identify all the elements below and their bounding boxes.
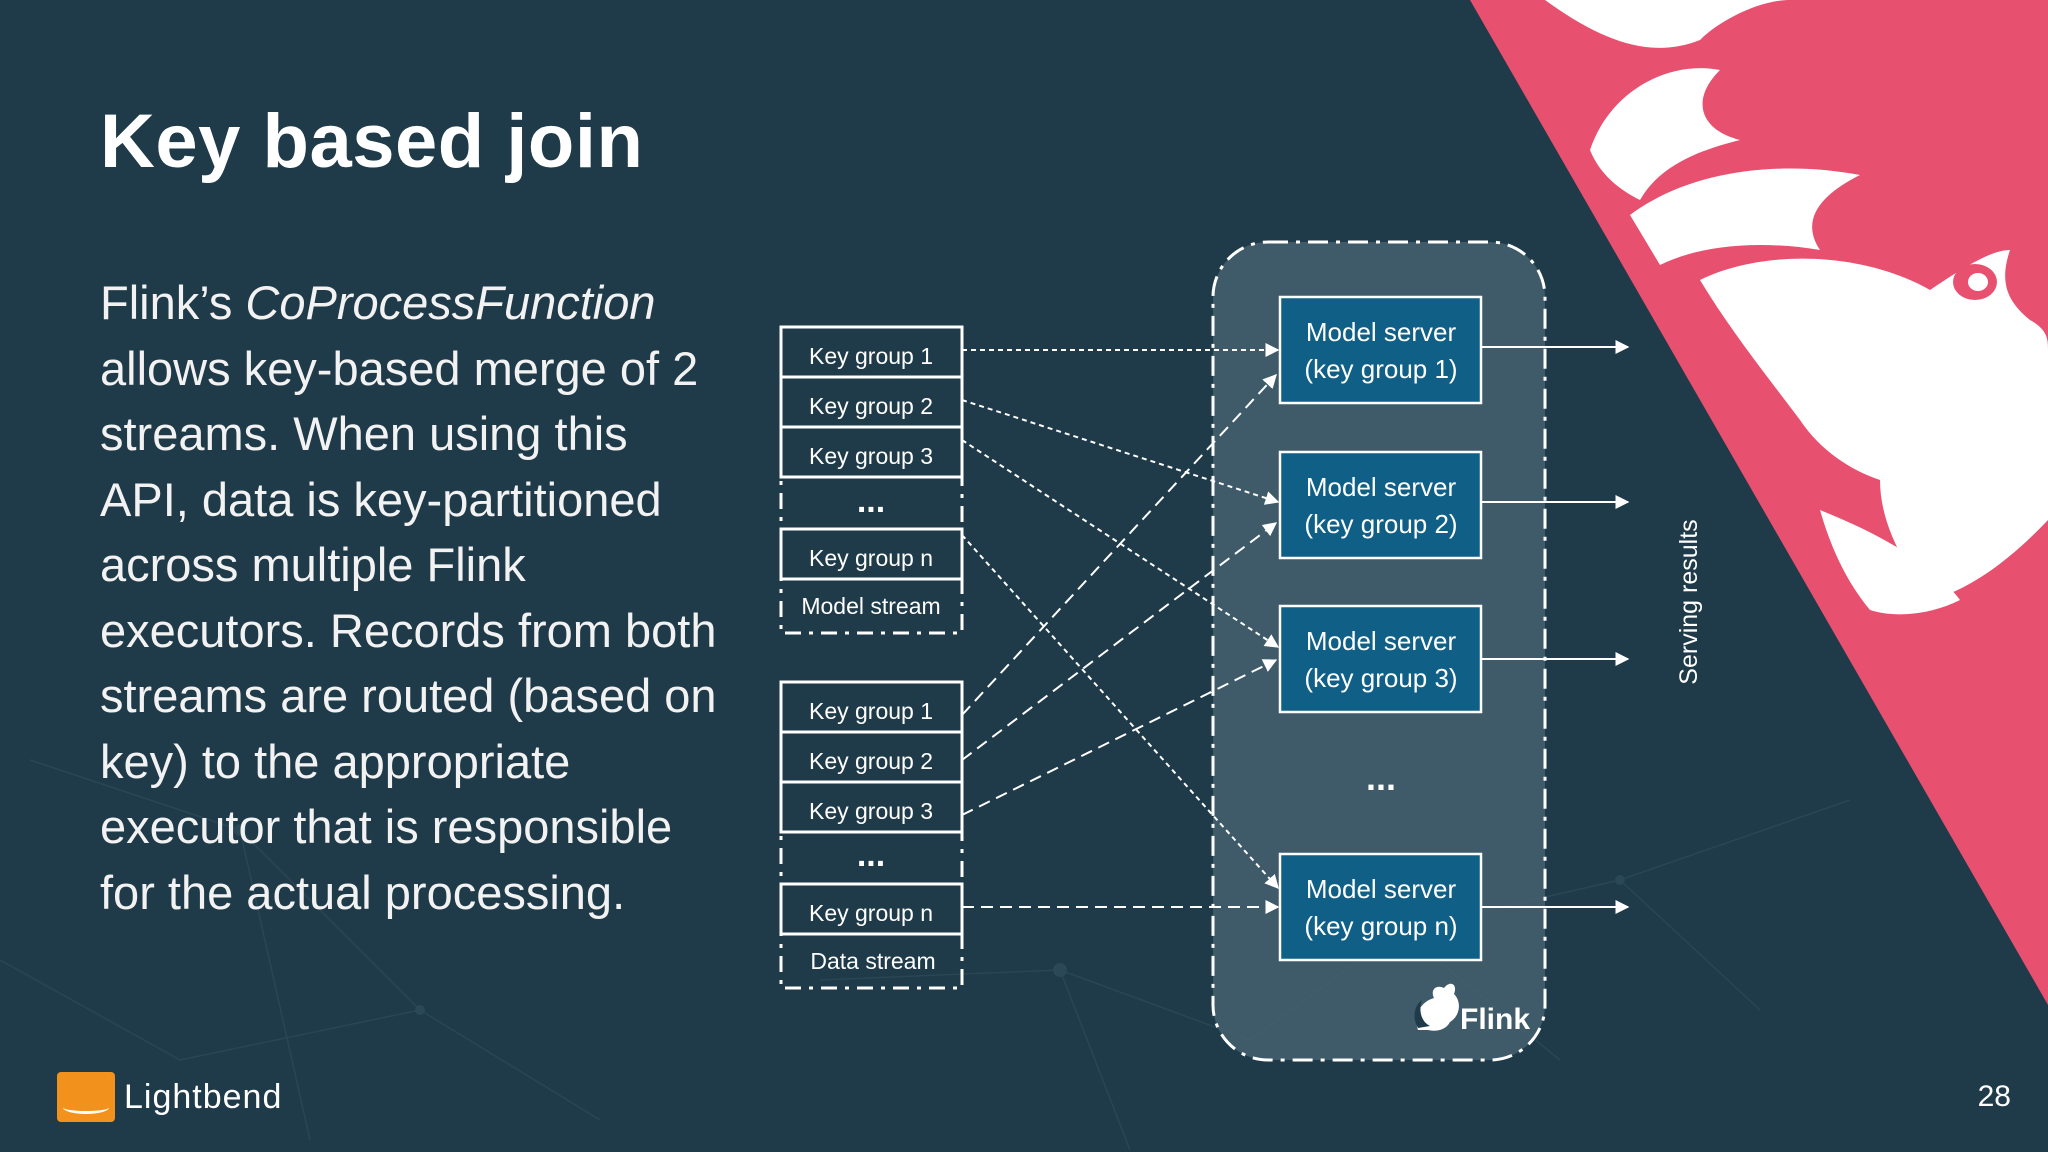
- key-group-label: Key group 3: [809, 798, 933, 824]
- data-stream-box: [779, 680, 964, 990]
- server-title: Model server: [1306, 626, 1457, 656]
- key-group-label: Key group 1: [809, 343, 933, 369]
- server-key-group: (key group 1): [1304, 354, 1457, 384]
- squirrel-icon: [1414, 983, 1459, 1031]
- data-stream-key-group-1: Key group 1: [779, 680, 964, 734]
- model-server-3: Model server (key group 3): [1278, 604, 1483, 714]
- model-stream-key-group-n: Key group n: [779, 527, 964, 581]
- flink-label: Flink: [1460, 1003, 1530, 1036]
- page-number: 28: [1977, 1080, 2011, 1113]
- body-prefix: Flink’s: [100, 276, 246, 329]
- key-group-label: Key group n: [809, 900, 933, 926]
- data-stream-key-group-3: Key group 3: [779, 780, 964, 834]
- servers-ellipsis: ...: [1366, 757, 1396, 798]
- data-stream-label: Data stream: [810, 948, 935, 974]
- lightbend-wordmark: Lightbend: [124, 1077, 283, 1116]
- model-server-1: Model server (key group 1): [1278, 295, 1483, 405]
- route-data-kg2: [961, 522, 1278, 761]
- route-model-kg2: [961, 399, 1280, 505]
- model-stream-key-group-3: Key group 3: [779, 425, 964, 479]
- lightbend-logo: Lightbend: [57, 1072, 282, 1122]
- slide-title: Key based join: [100, 99, 644, 184]
- key-group-label: Key group 1: [809, 698, 933, 724]
- body-italic-term: CoProcessFunction: [245, 276, 656, 329]
- flink-logo: Flink: [1414, 983, 1530, 1036]
- body-paragraph: Flink’s CoProcessFunction allows key-bas…: [100, 270, 720, 925]
- server-title: Model server: [1306, 874, 1457, 904]
- model-stream-box: [779, 325, 964, 635]
- model-stream-key-group-1: Key group 1: [779, 325, 964, 379]
- route-model-kgn: [961, 534, 1279, 890]
- key-group-label: Key group 2: [809, 393, 933, 419]
- model-server-2: Model server (key group 2): [1278, 450, 1483, 560]
- key-group-label: Key group 3: [809, 443, 933, 469]
- data-stream-ellipsis: ...: [857, 836, 885, 874]
- key-group-label: Key group n: [809, 545, 933, 571]
- model-stream-ellipsis: ...: [857, 482, 885, 520]
- server-key-group: (key group 3): [1304, 663, 1457, 693]
- route-data-kg3: [961, 659, 1278, 816]
- model-stream-label: Model stream: [801, 593, 940, 619]
- server-title: Model server: [1306, 472, 1457, 502]
- data-stream-key-group-n: Key group n: [779, 882, 964, 936]
- server-key-group: (key group 2): [1304, 509, 1457, 539]
- key-group-label: Key group 2: [809, 748, 933, 774]
- serving-results-label: Serving results: [1675, 519, 1703, 684]
- squirrel-mascot: [1545, 0, 2048, 615]
- server-key-group: (key group n): [1304, 911, 1457, 941]
- lightbend-logo-icon: [57, 1072, 115, 1122]
- route-data-kg1: [961, 373, 1277, 716]
- data-stream-key-group-2: Key group 2: [779, 730, 964, 784]
- model-stream-key-group-2: Key group 2: [779, 375, 964, 429]
- body-rest: allows key-based merge of 2 streams. Whe…: [100, 341, 717, 919]
- pink-accent-triangle: [1470, 0, 2048, 1005]
- model-server-n: Model server (key group n): [1278, 852, 1483, 962]
- server-title: Model server: [1306, 317, 1457, 347]
